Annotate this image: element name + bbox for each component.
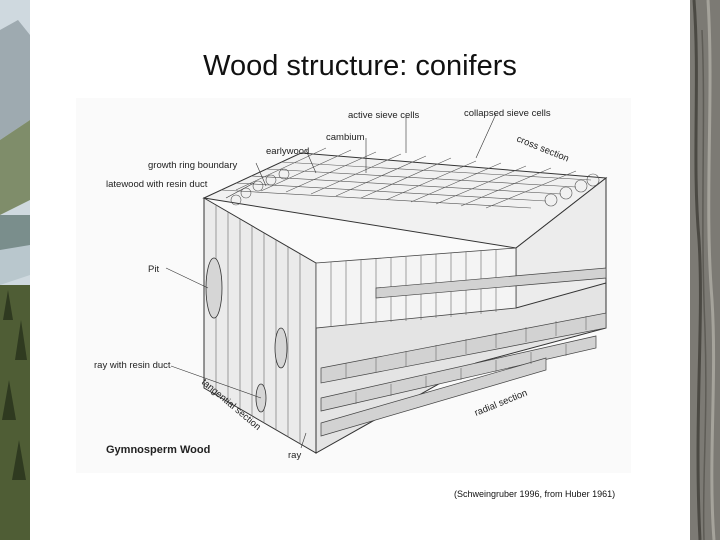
radial-ray-bands: [320, 267, 607, 437]
label-ray-with-resin-duct: ray with resin duct: [94, 360, 171, 371]
label-radial-section: radial section: [473, 388, 529, 419]
label-gymnosperm-wood: Gymnosperm Wood: [106, 444, 210, 456]
label-pit: Pit: [148, 264, 159, 275]
label-earlywood: earlywood: [266, 146, 309, 157]
figure-caption: (Schweingruber 1996, from Huber 1961): [454, 489, 616, 499]
label-ray: ray: [288, 450, 301, 461]
right-photo-strip: [690, 0, 720, 540]
cross-section-cells: [220, 147, 600, 209]
wood-structure-diagram: active sieve cells collapsed sieve cells…: [76, 98, 631, 473]
resin-duct-lens: [205, 257, 288, 413]
label-latewood-with-resin-duct: latewood with resin duct: [106, 179, 208, 190]
radial-ray-cells: [345, 316, 587, 404]
label-cross-section: cross section: [515, 134, 571, 165]
wood-block-drawing: active sieve cells collapsed sieve cells…: [94, 108, 608, 461]
label-collapsed-sieve-cells: collapsed sieve cells: [464, 108, 551, 119]
tangential-section-face: [203, 197, 317, 454]
slide-title: Wood structure: conifers: [203, 50, 517, 82]
label-cambium: cambium: [326, 132, 365, 143]
label-active-sieve-cells: active sieve cells: [348, 110, 420, 121]
left-photo-strip: [0, 0, 30, 540]
label-growth-ring-boundary: growth ring boundary: [148, 160, 237, 171]
leader-lines: [165, 113, 497, 449]
